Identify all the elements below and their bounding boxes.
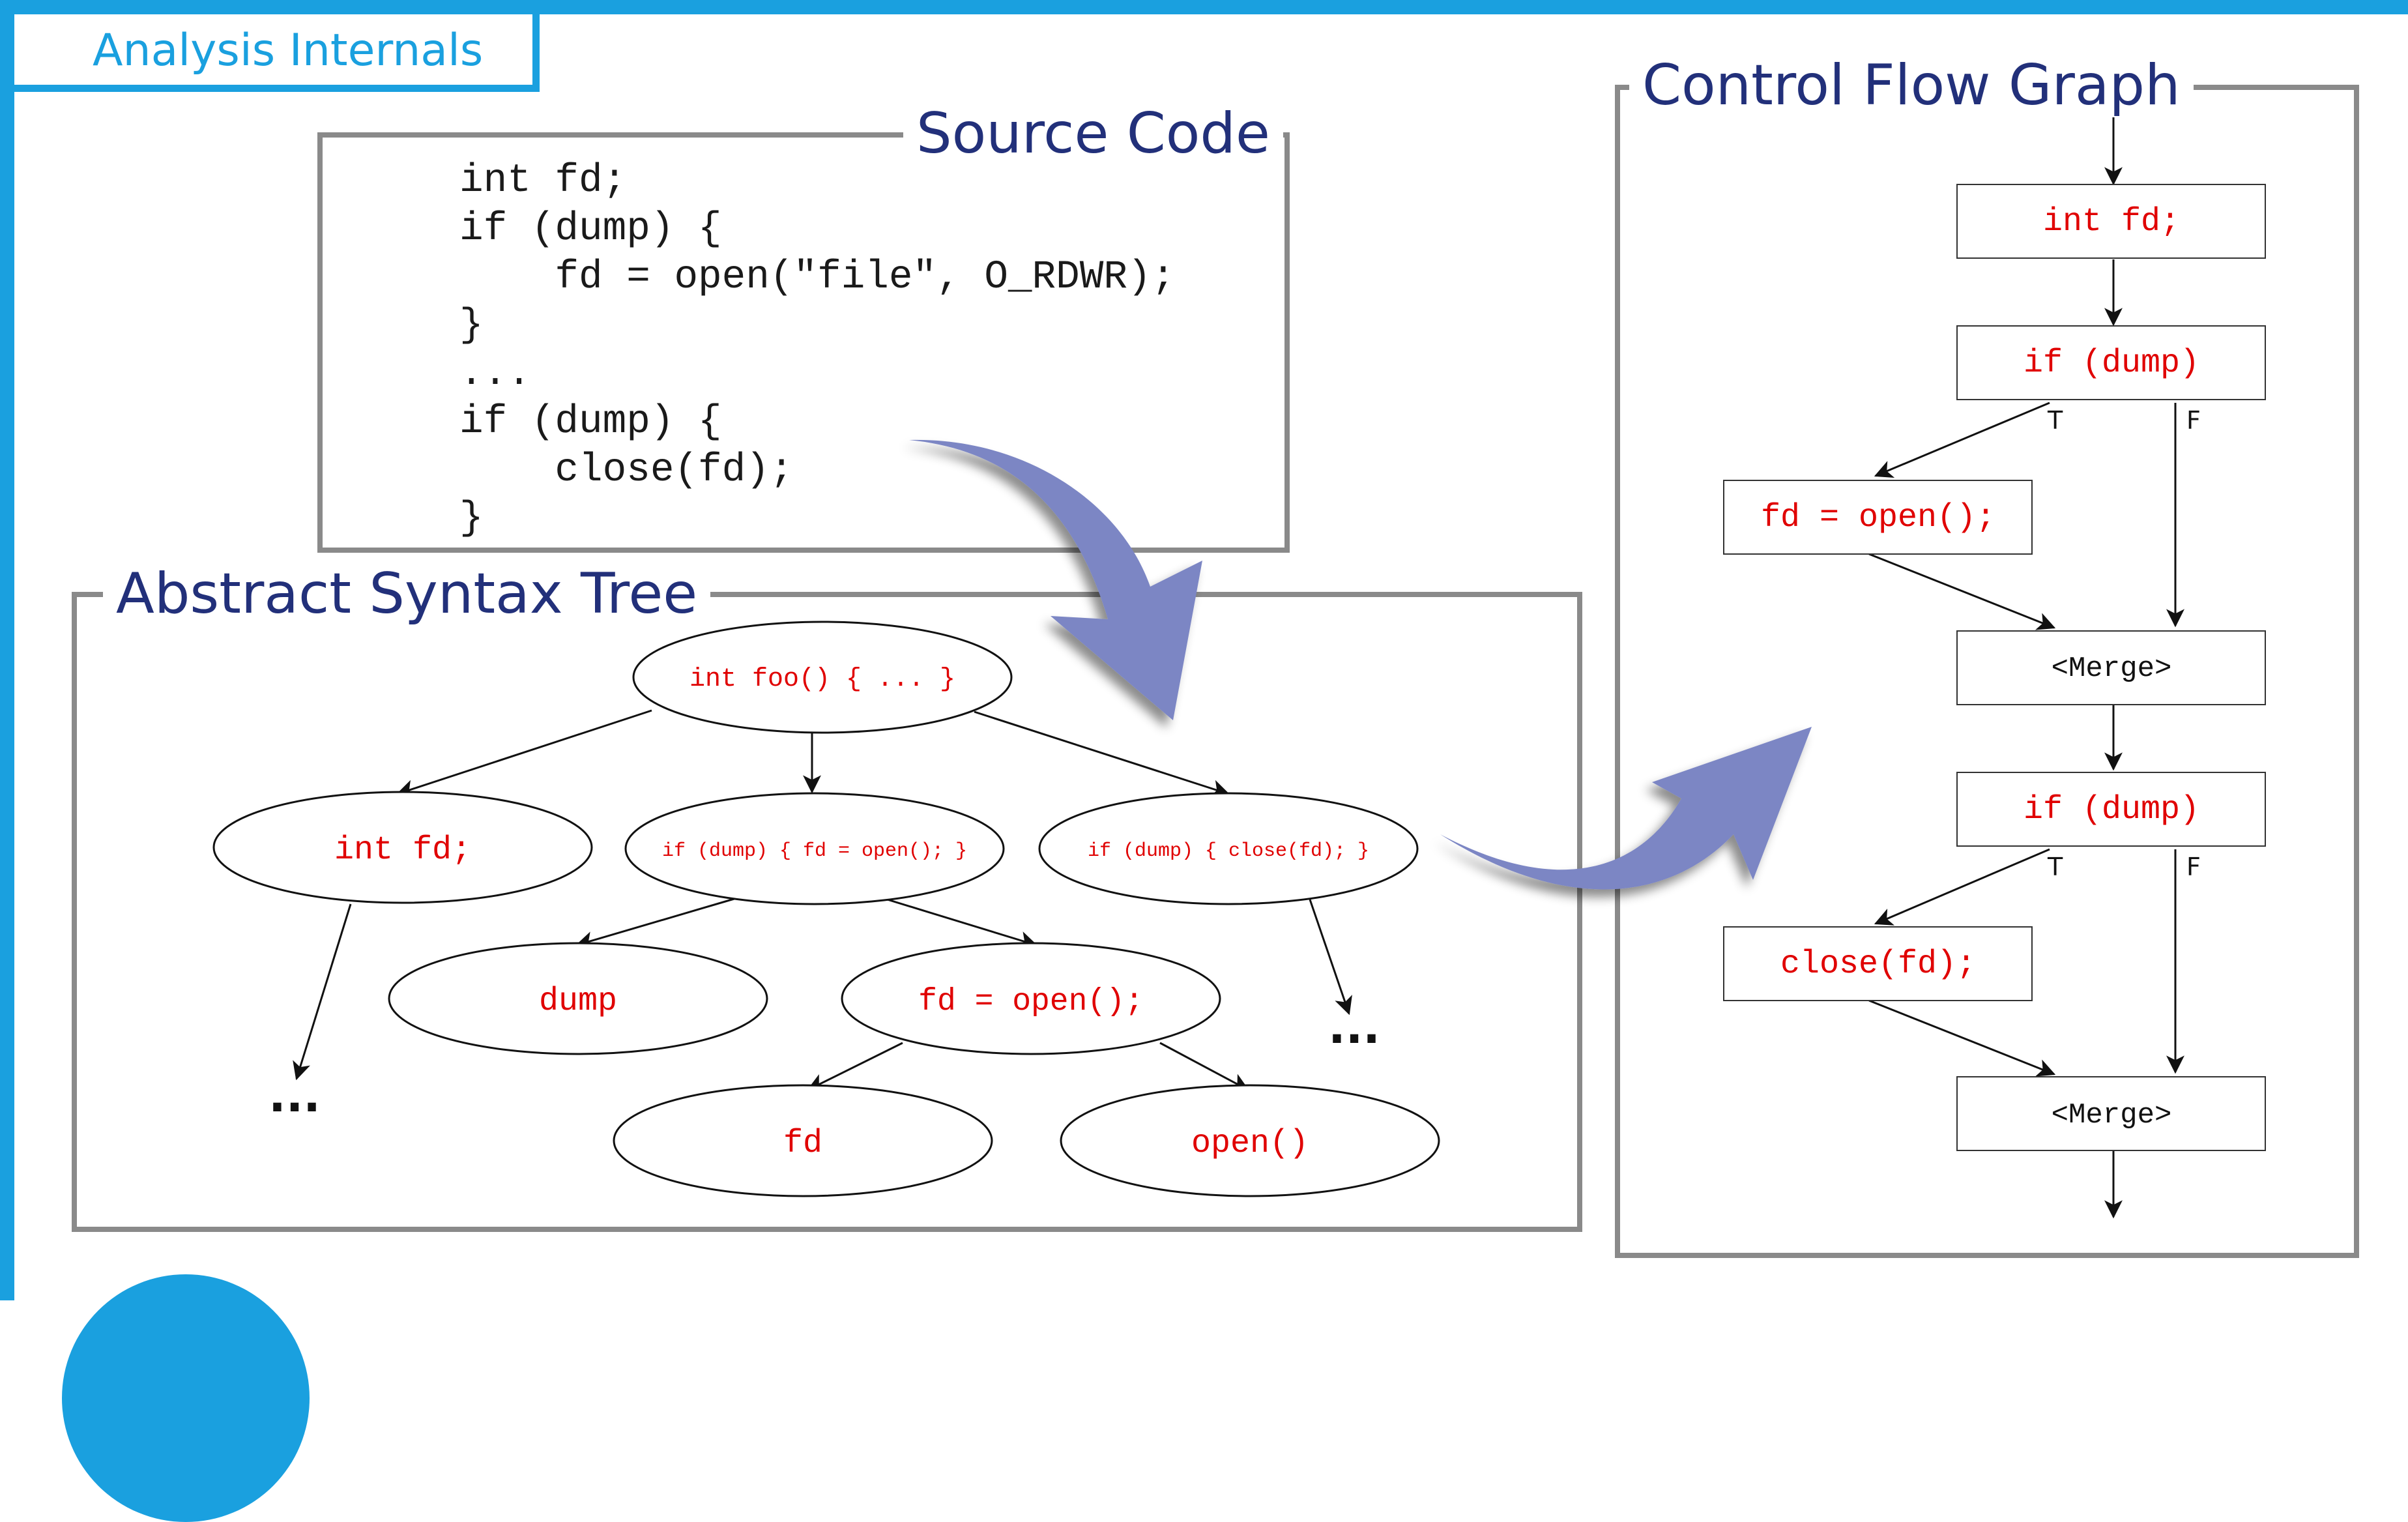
ast-node-if-close xyxy=(1038,792,1419,905)
ast-panel xyxy=(72,592,1582,1232)
ast-node-fd-open xyxy=(841,942,1221,1055)
ast-node-dump xyxy=(388,942,768,1055)
code-line: close(fd); xyxy=(459,448,794,493)
section-tab: Analysis Internals xyxy=(14,14,540,92)
code-line: if (dump) { xyxy=(459,207,722,252)
ast-node-if-open-label: if (dump) { fd = open(); } xyxy=(662,840,967,862)
ast-node-fd-label: fd xyxy=(783,1125,822,1162)
ast-edge xyxy=(575,897,737,950)
decorative-circle xyxy=(62,1274,310,1522)
ast-edge xyxy=(882,897,1038,949)
cfg-node-merge-2-label: <Merge> xyxy=(2052,1099,2172,1132)
curved-arrow-ast-to-cfg xyxy=(1440,727,1812,890)
cfg-edge xyxy=(1874,402,2050,478)
cfg-node-close-fd-label: close(fd); xyxy=(1780,946,1976,983)
cfg-node-int-fd xyxy=(1956,184,2266,259)
cfg-edge-false-label: F xyxy=(2186,406,2201,435)
code-line: int fd; xyxy=(459,158,627,203)
ast-node-int-fd xyxy=(212,791,593,904)
ast-node-if-open xyxy=(624,792,1005,905)
cfg-node-if-dump-2 xyxy=(1956,772,2266,847)
cfg-node-fd-open xyxy=(1723,480,2033,555)
cfg-edge-false-label: F xyxy=(2186,853,2201,881)
section-tab-label: Analysis Internals xyxy=(93,25,484,76)
ast-node-open-call xyxy=(1060,1084,1440,1197)
diagram-canvas: int foo() { ... } int fd; if (dump) { fd… xyxy=(212,117,2266,1219)
cfg-node-int-fd-label: int fd; xyxy=(2043,203,2180,241)
cfg-node-merge-1-label: <Merge> xyxy=(2052,652,2172,685)
ast-node-fd xyxy=(613,1084,993,1197)
ast-edge xyxy=(1159,1042,1250,1091)
ast-edge xyxy=(1309,899,1352,1016)
ast-node-open-call-label: open() xyxy=(1191,1125,1309,1162)
code-line: } xyxy=(459,303,484,348)
cfg-node-if-dump-2-label: if (dump) xyxy=(2024,791,2199,828)
ast-node-fd-open-label: fd = open(); xyxy=(918,984,1144,1019)
code-line: if (dump) { xyxy=(459,400,722,445)
ast-node-int-fd-label: int fd; xyxy=(334,832,471,869)
frame-left-bar xyxy=(0,0,14,1300)
frame-top-bar xyxy=(0,0,2408,14)
ast-ellipsis-left: ... xyxy=(268,1069,321,1122)
ast-ellipsis-right: ... xyxy=(1328,1001,1380,1054)
ast-edge xyxy=(974,710,1230,798)
ast-node-if-close-label: if (dump) { close(fd); } xyxy=(1088,840,1369,862)
curved-arrow-source-to-ast xyxy=(909,439,1202,720)
cfg-node-fd-open-label: fd = open(); xyxy=(1761,499,1995,536)
code-line: fd = open("file", O_RDWR); xyxy=(459,255,1176,300)
cfg-edge xyxy=(1868,553,2056,630)
cfg-title: Control Flow Graph xyxy=(1629,57,2194,113)
ast-node-root-label: int foo() { ... } xyxy=(689,665,955,694)
ast-edge xyxy=(806,1042,903,1091)
code-line: } xyxy=(459,496,484,541)
cfg-edge-true-label: T xyxy=(2047,406,2063,435)
ast-title: Abstract Syntax Tree xyxy=(103,566,711,622)
source-code-panel: int fd; if (dump) { fd = open("file", O_… xyxy=(317,132,1290,553)
cfg-node-merge-1 xyxy=(1956,630,2266,705)
cfg-node-close-fd xyxy=(1723,926,2033,1001)
ast-node-root xyxy=(632,621,1013,734)
source-code-title: Source Code xyxy=(903,106,1283,162)
cfg-edge xyxy=(1874,848,2050,926)
code-line: ... xyxy=(459,351,531,396)
ast-edge xyxy=(293,903,352,1081)
cfg-node-if-dump-1-label: if (dump) xyxy=(2024,345,2199,382)
cfg-edge xyxy=(1868,999,2056,1077)
cfg-node-if-dump-1 xyxy=(1956,325,2266,400)
cfg-edge-true-label: T xyxy=(2047,853,2063,881)
cfg-node-merge-2 xyxy=(1956,1076,2266,1151)
ast-edge xyxy=(396,709,652,798)
ast-node-dump-label: dump xyxy=(539,983,617,1020)
